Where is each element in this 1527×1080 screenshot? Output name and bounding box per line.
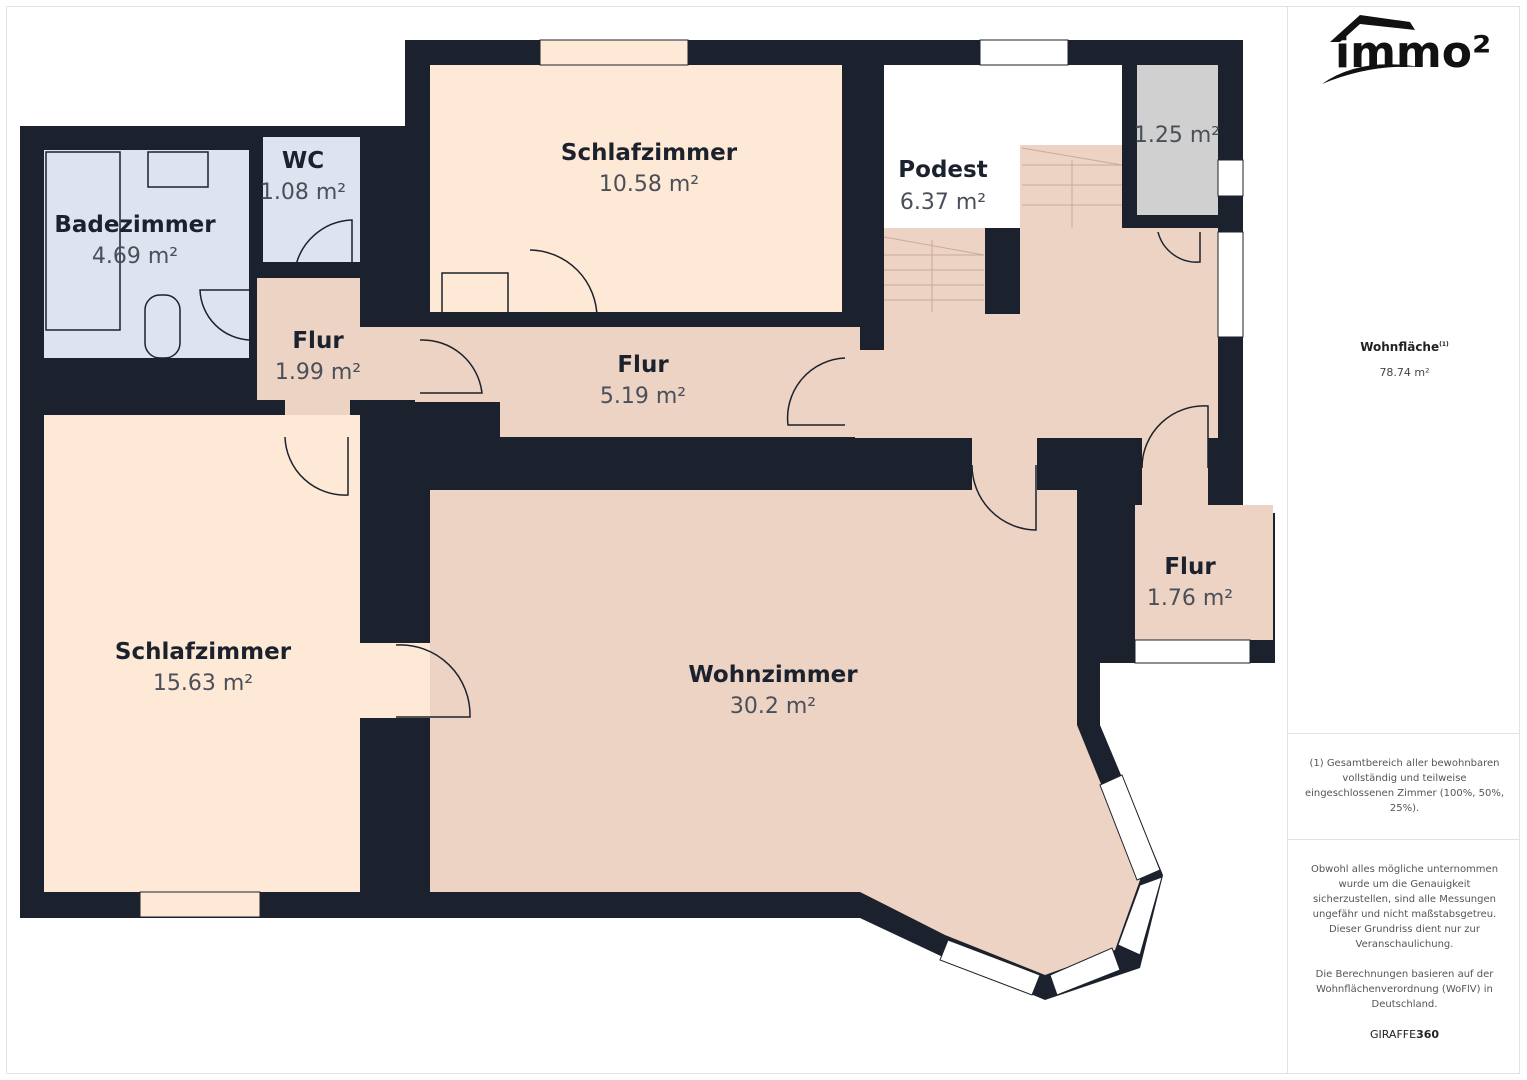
room-area: 4.69 m²: [92, 244, 178, 269]
logo-text: immo²: [1335, 27, 1491, 78]
stairs: [883, 147, 1123, 312]
room-area: 5.19 m²: [600, 384, 686, 409]
room-wc: [263, 137, 360, 262]
door-opening-flur3: [1142, 437, 1208, 507]
room-name: WC: [282, 148, 324, 174]
room-storage: [1137, 65, 1218, 215]
room-area: 10.58 m²: [599, 172, 699, 197]
room-area: 1.08 m²: [260, 180, 346, 205]
immo-logo: immo²: [1322, 15, 1491, 84]
footnote-marker: (1): [1439, 341, 1449, 348]
living-area-label: Wohnfläche(1): [1288, 340, 1521, 354]
doors: [199, 219, 1209, 718]
room-area: 15.63 m²: [153, 671, 253, 696]
disclaimer: Obwohl alles mögliche unternommen wurde …: [1310, 864, 1499, 950]
room-area: 6.37 m²: [900, 190, 986, 215]
brand-prefix: GIRAFFE: [1369, 1028, 1417, 1041]
room-name: Flur: [292, 328, 344, 354]
door-opening-hall: [972, 437, 1037, 492]
info-panel: Wohnfläche(1) 78.74 m² (1) Gesamtbereich…: [1287, 6, 1520, 1074]
room-schlafzimmer-left: [44, 415, 360, 892]
room-name: Flur: [617, 352, 669, 378]
wall-stair: [985, 228, 1020, 314]
room-area: 1.76 m²: [1147, 586, 1233, 611]
windows: [139, 39, 1251, 996]
door-opening-left: [360, 643, 430, 718]
room-name: Wohnzimmer: [688, 662, 858, 688]
floor-plan: Badezimmer 4.69 m² WC 1.08 m² Flur 1.99 …: [20, 39, 1275, 1000]
footnote: (1) Gesamtbereich aller bewohnbaren voll…: [1304, 758, 1505, 814]
room-name: Flur: [1164, 554, 1216, 580]
brand-label: GIRAFFE360: [1302, 1027, 1507, 1042]
brand-suffix: 360: [1416, 1028, 1440, 1041]
divider: [1288, 733, 1520, 734]
room-area: 30.2 m²: [730, 694, 816, 719]
room-flur-2: [415, 327, 860, 437]
room-name: Podest: [898, 157, 987, 183]
divider: [1288, 839, 1520, 840]
fixtures: [45, 151, 509, 359]
page-frame: [6, 6, 1520, 1074]
room-wohnzimmer: [430, 490, 1140, 975]
room-name: Schlafzimmer: [115, 639, 292, 665]
room-area: 1.25 m²: [1134, 123, 1220, 148]
room-name: Schlafzimmer: [561, 140, 738, 166]
living-area-value: 78.74 m²: [1379, 366, 1430, 379]
living-area-label-text: Wohnfläche: [1360, 340, 1440, 354]
room-name: Badezimmer: [54, 212, 216, 238]
calculation-note: Die Berechnungen basieren auf der Wohnfl…: [1315, 969, 1494, 1010]
room-hall-right: [855, 145, 1218, 438]
room-flur-3: [1135, 505, 1273, 640]
room-badezimmer: [44, 150, 249, 358]
room-schlafzimmer-top: [430, 65, 842, 312]
room-area: 1.99 m²: [275, 360, 361, 385]
